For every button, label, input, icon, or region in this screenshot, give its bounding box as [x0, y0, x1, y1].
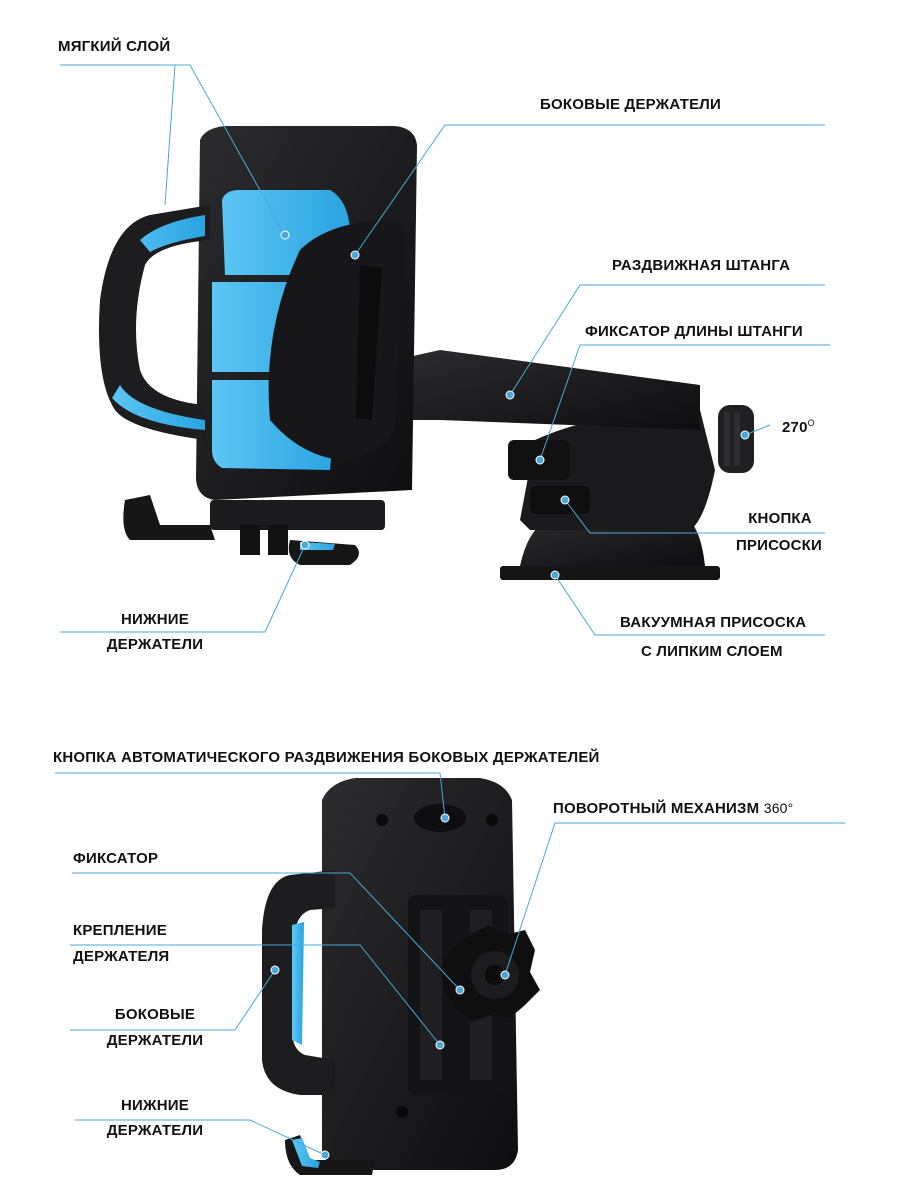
rotation-value: 270 [782, 419, 808, 436]
suction-cup-base [500, 566, 720, 580]
rear-left-holder [262, 870, 335, 1095]
label-bottom-holders-1: НИЖНИЕ [121, 611, 189, 628]
label-telescopic-rod: РАЗДВИЖНАЯ ШТАНГА [612, 257, 791, 274]
label-mount-1: КРЕПЛЕНИЕ [73, 922, 167, 939]
label-bottom-holders-2: ДЕРЖАТЕЛИ [106, 636, 204, 653]
label-suction-button-1: КНОПКА [748, 510, 812, 527]
back-holder-illustration [262, 778, 540, 1175]
label-side-2: ДЕРЖАТЕЛИ [106, 1032, 204, 1049]
label-side-holders: БОКОВЫЕ ДЕРЖАТЕЛИ [540, 96, 721, 113]
label-mount-2: ДЕРЖАТЕЛЯ [73, 948, 170, 965]
swivel-value: 360° [763, 800, 794, 816]
left-side-pad [112, 215, 205, 430]
bottom-holder-left [123, 495, 215, 540]
auto-release-button [414, 804, 466, 832]
telescopic-arm [395, 350, 700, 430]
label-lock: ФИКСАТОР [73, 850, 159, 867]
label-low-2: ДЕРЖАТЕЛИ [106, 1122, 204, 1139]
label-low-1: НИЖНИЕ [121, 1097, 189, 1114]
swivel-text: ПОВОРОТНЫЙ МЕХАНИЗМ [553, 800, 760, 817]
label-rotation-270: 270O [782, 414, 815, 437]
label-vacuum-2: С ЛИПКИМ СЛОЕМ [641, 643, 783, 660]
label-suction-button-2: ПРИСОСКИ [735, 537, 823, 554]
leader-dots [270, 230, 750, 1160]
left-side-holder [99, 205, 210, 440]
label-auto-button: КНОПКА АВТОМАТИЧЕСКОГО РАЗДВИЖЕНИЯ БОКОВ… [53, 749, 600, 766]
label-side-1: БОКОВЫЕ [114, 1006, 196, 1023]
rotation-unit: O [807, 418, 815, 428]
bottom-holder-base [210, 500, 385, 530]
front-holder-illustration [99, 126, 754, 580]
label-rod-lock: ФИКСАТОР ДЛИНЫ ШТАНГИ [585, 323, 803, 340]
label-swivel: ПОВОРОТНЫЙ МЕХАНИЗМ 360° [553, 799, 793, 818]
label-soft-layer: МЯГКИЙ СЛОЙ [58, 38, 171, 55]
label-vacuum-1: ВАКУУМНАЯ ПРИСОСКА [620, 614, 807, 631]
rear-left-pad [292, 922, 304, 1045]
